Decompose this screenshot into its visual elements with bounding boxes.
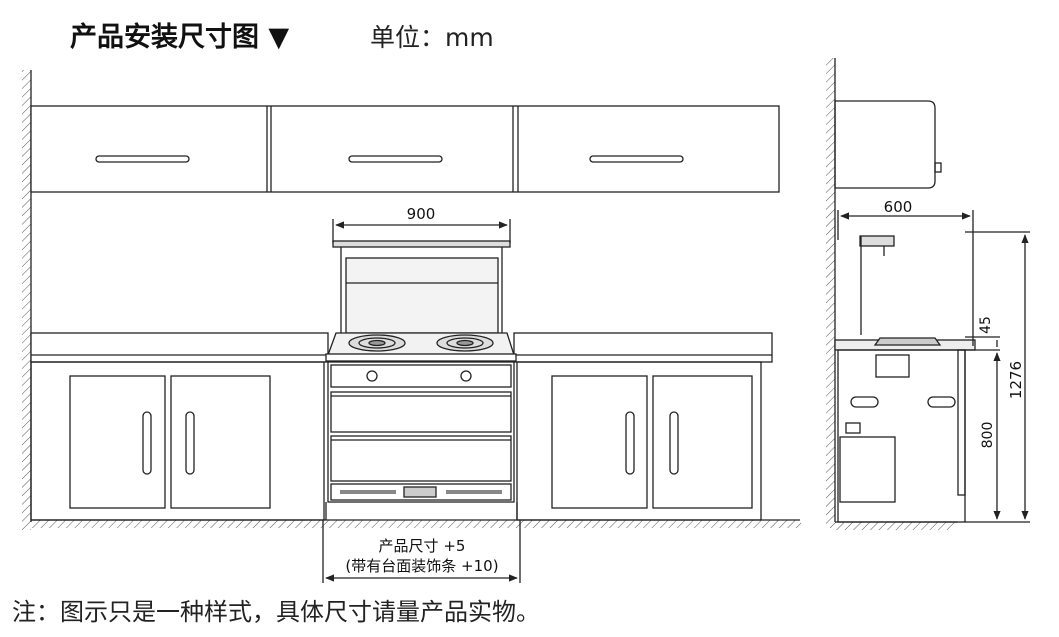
small-connector xyxy=(845,422,861,434)
lower-cabinet-right xyxy=(516,361,762,521)
left-wall-hatch xyxy=(22,70,31,530)
door-handle xyxy=(185,411,195,475)
side-view xyxy=(826,58,1030,530)
side-hood xyxy=(859,235,895,335)
width-dimension-label: 900 xyxy=(407,205,436,223)
upper-cabinets xyxy=(30,105,780,193)
range-hood xyxy=(332,240,511,334)
stove-body xyxy=(325,361,518,520)
cabinet-handle xyxy=(348,155,443,163)
cabinet-handle xyxy=(95,155,190,163)
cabinet-handle xyxy=(589,155,684,163)
vent-panel xyxy=(875,354,910,378)
offset-dimension-label: 45 xyxy=(978,316,994,334)
burner-right xyxy=(436,334,494,352)
side-appliance xyxy=(834,337,976,523)
control-panel xyxy=(403,486,437,498)
knob-right xyxy=(460,370,472,382)
total-height-label: 1276 xyxy=(1007,361,1025,399)
gap-dimension xyxy=(322,520,521,583)
countertop-left xyxy=(30,332,329,363)
lower-cabinet-left xyxy=(30,361,325,521)
unit-label: 单位：mm xyxy=(370,23,494,52)
side-floor-hatch xyxy=(835,522,955,530)
height-dimensions xyxy=(965,231,1030,523)
gap-label-line1: 产品尺寸 +5 xyxy=(379,537,466,555)
side-wall-hatch xyxy=(826,58,835,528)
countertop-right xyxy=(513,332,773,363)
knob-left xyxy=(366,370,378,382)
counter-height-label: 800 xyxy=(980,422,996,449)
stove-top xyxy=(325,332,517,362)
width-dimension xyxy=(332,219,511,243)
page-title: 产品安装尺寸图 ▼ xyxy=(70,22,289,53)
footer-note: 注：图示只是一种样式，具体尺寸请量产品实物。 xyxy=(12,598,540,626)
depth-dimension xyxy=(837,210,974,346)
gap-label-line2: (带有台面装饰条 +10) xyxy=(345,557,498,575)
front-view xyxy=(22,70,801,583)
door-handle xyxy=(142,411,152,475)
oval-vent xyxy=(850,396,879,408)
door-handle xyxy=(669,411,679,475)
side-upper-cabinet xyxy=(834,100,942,189)
access-panel xyxy=(839,436,896,503)
floor-hatch xyxy=(31,520,801,528)
oval-vent xyxy=(927,396,956,408)
depth-dimension-label: 600 xyxy=(884,198,913,216)
door-handle xyxy=(625,411,635,475)
burner-left xyxy=(348,334,406,352)
